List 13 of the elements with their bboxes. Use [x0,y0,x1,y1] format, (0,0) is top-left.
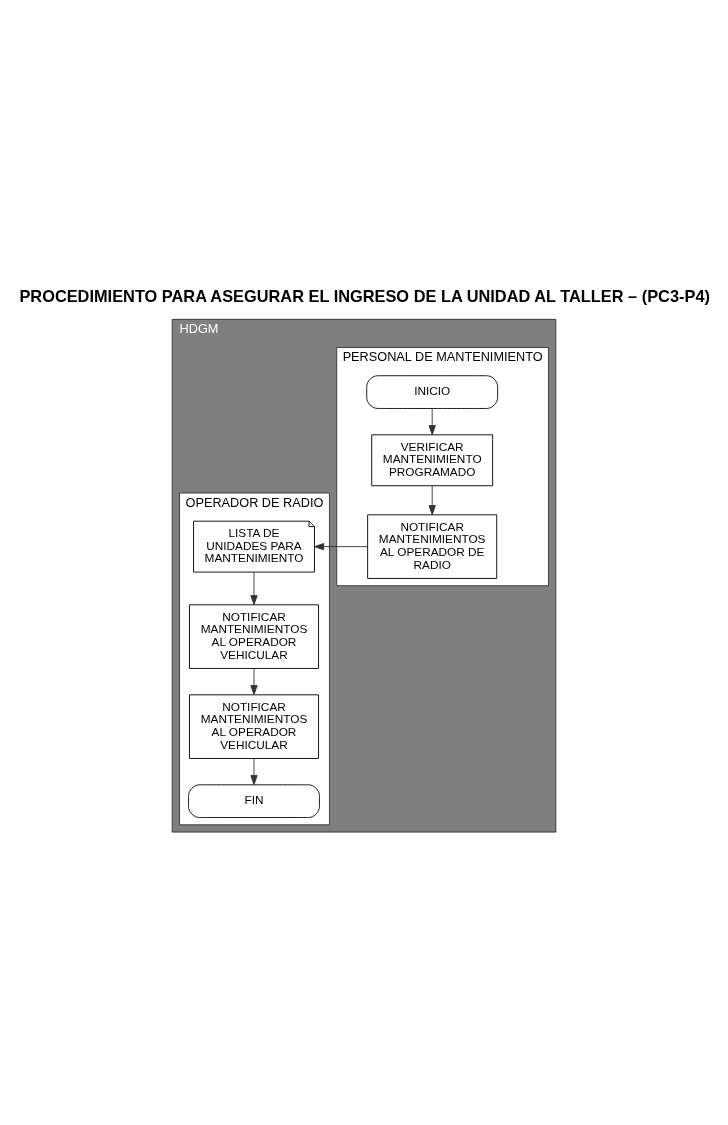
diagram-title: PROCEDIMIENTO PARA ASEGURAR EL INGRESO DE LA UNIDAD AL TALLER – (PC3-P4) [19,286,710,305]
node-box: VERIFICAR MANTENIMIENTO PROGRAMADO [371,433,494,486]
arrow [250,757,258,785]
node-box: INICIO [366,374,499,409]
arrow [250,667,258,695]
node-box: FIN [188,783,320,818]
node-box: NOTIFICAR MANTENIMIENTOS AL OPERADOR VEHICULAR [189,603,319,669]
node-box: NOTIFICAR MANTENIMIENTOS AL OPERADOR DE RADIO [367,513,498,579]
arrow [250,571,258,605]
node-box: NOTIFICAR MANTENIMIENTOS AL OPERADOR VEHICULAR [189,693,319,759]
arrow [428,485,436,515]
arrow [314,542,369,550]
arrow [428,407,436,435]
